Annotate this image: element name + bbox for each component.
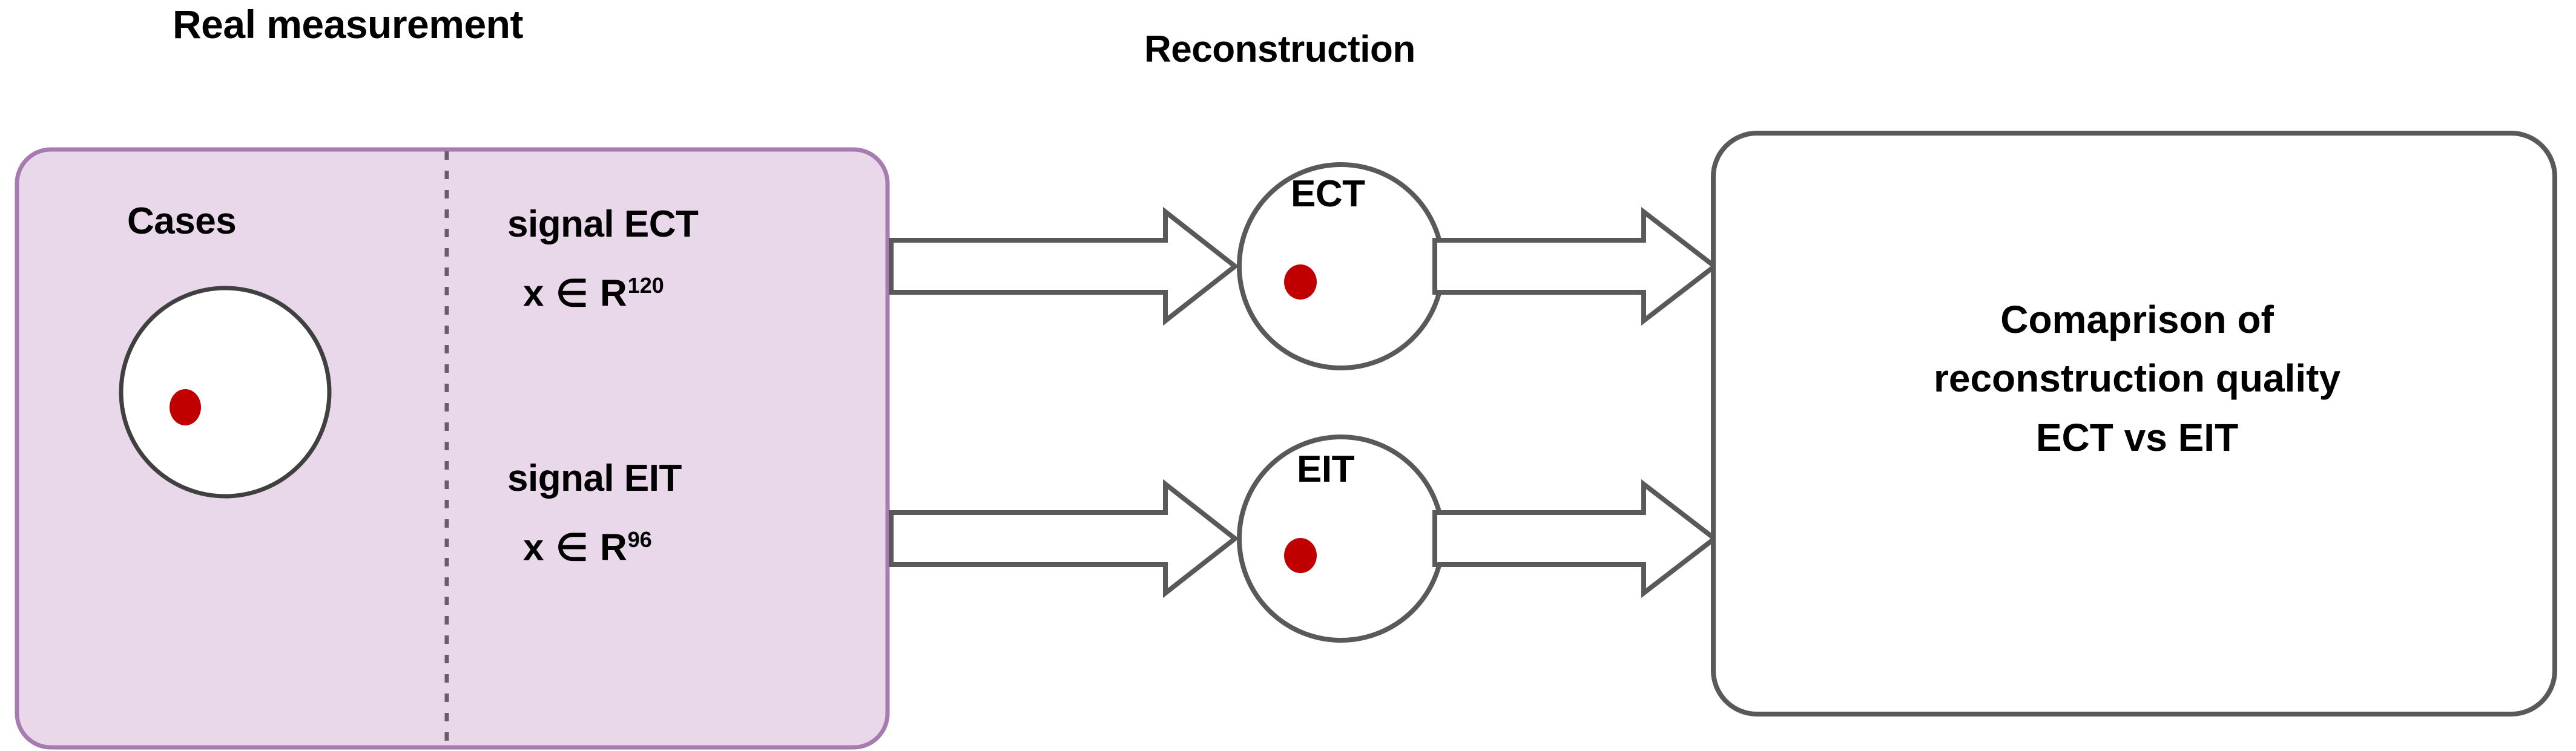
signal-ect-space: x ∈ R120: [523, 275, 698, 313]
signal-ect-label: signal ECT: [507, 203, 699, 245]
signal-eit-label: signal EIT: [507, 457, 682, 499]
comparison-line-1: Comaprison of: [2000, 298, 2274, 341]
reconstruction-circle-ect-label: ECT: [1291, 173, 1365, 215]
signal-eit-space: x ∈ R96: [523, 529, 682, 567]
cases-inclusion-dot: [170, 389, 201, 425]
comparison-panel-text: Comaprison of reconstruction quality ECT…: [1744, 290, 2531, 467]
arrow-eit-to-comparison: [1432, 479, 1719, 599]
title-reconstruction: Reconstruction: [1144, 28, 1415, 70]
arrow-signal-eit-to-reconstruction: [889, 479, 1239, 599]
comparison-panel: [1711, 131, 2557, 717]
signal-eit-block: signal EIT x ∈ R96: [507, 460, 682, 567]
signal-eit-space-exponent: 96: [627, 527, 652, 552]
arrow-signal-ect-to-reconstruction: [889, 206, 1239, 326]
cases-label: Cases: [127, 200, 237, 242]
signal-ect-space-exponent: 120: [627, 273, 664, 298]
signal-ect-block: signal ECT x ∈ R120: [507, 203, 699, 313]
arrow-ect-to-comparison: [1432, 206, 1719, 326]
signal-eit-space-prefix: x ∈ R: [523, 526, 628, 569]
reconstruction-dot-eit: [1284, 538, 1317, 573]
signal-ect-space-prefix: x ∈ R: [523, 272, 628, 315]
cases-phantom-circle: [119, 286, 332, 499]
reconstruction-circle-eit-label: EIT: [1297, 448, 1354, 490]
comparison-line-2: reconstruction quality: [1933, 356, 2341, 401]
title-real-measurement: Real measurement: [173, 2, 523, 47]
comparison-line-3: ECT vs EIT: [2035, 415, 2239, 459]
reconstruction-dot-ect: [1284, 264, 1317, 300]
